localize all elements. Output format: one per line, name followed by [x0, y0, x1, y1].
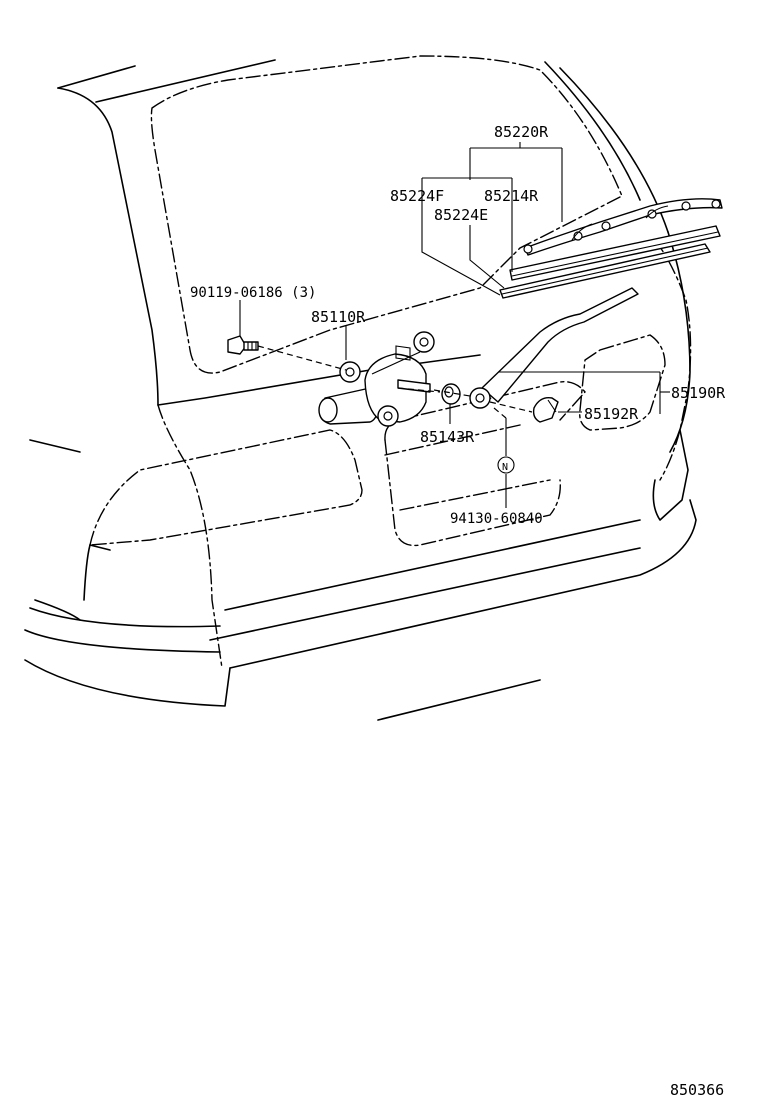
label-wiper-motor: 85110R — [311, 308, 366, 326]
label-blade-rubber-e: 85224E — [434, 206, 488, 224]
vehicle-body-outline — [24, 55, 697, 721]
label-wiper-arm-assy: 85190R — [671, 384, 726, 402]
bolt — [227, 335, 259, 355]
label-blade-rubber-f: 85224F — [390, 187, 444, 205]
label-nut: 94130-60840 — [450, 511, 543, 527]
wiper-blade-assembly — [523, 198, 723, 256]
leader-lines — [239, 142, 670, 508]
label-blade-frame: 85214R — [484, 187, 539, 205]
diagram-id: 850366 — [670, 1081, 724, 1099]
wiper-motor — [318, 331, 435, 427]
arm-head-cap — [532, 397, 559, 423]
blade-rubber — [499, 225, 721, 299]
cushion — [441, 383, 461, 405]
label-arm-head-cap: 85192R — [584, 405, 639, 423]
label-wiper-blade-assy: 85220R — [494, 123, 549, 141]
label-cushion: 85143R — [420, 428, 475, 446]
label-nut-marker: N — [502, 462, 508, 473]
nut-marker-circle — [497, 456, 515, 474]
wiper-arm — [469, 287, 639, 409]
label-bolt: 90119-06186 (3) — [190, 285, 316, 301]
